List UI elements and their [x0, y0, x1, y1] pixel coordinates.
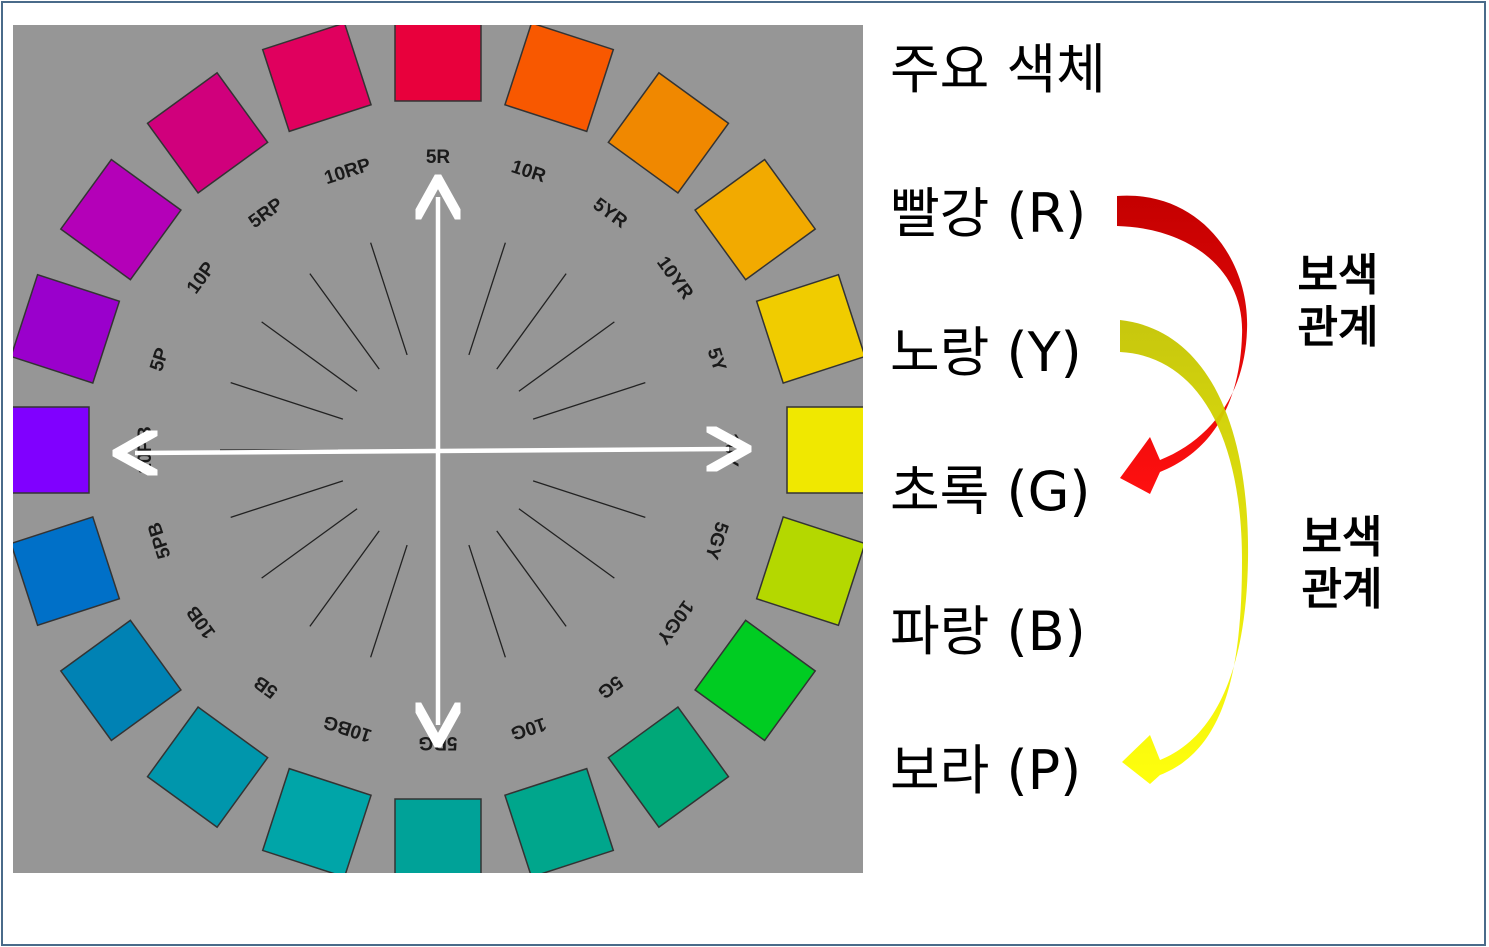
spoke-5p [230, 382, 344, 420]
hue-label-10pb: 10PB [135, 426, 156, 474]
swatch-10yr [694, 158, 817, 281]
cross-arrows [135, 197, 729, 725]
hue-label-5pb: 5PB [144, 520, 175, 562]
spoke-5pb [230, 480, 344, 518]
swatch-10rp [261, 25, 372, 133]
hue-label-10b: 10B [183, 602, 220, 643]
swatch-5gy [755, 516, 863, 627]
spoke-10g [468, 544, 506, 658]
swatch-10y [786, 406, 863, 494]
hue-label-5y: 5Y [703, 345, 730, 374]
spoke-10gy [518, 508, 615, 579]
swatch-5rp [146, 71, 269, 194]
swatch-5yr [607, 71, 730, 194]
swatch-10pb [13, 406, 90, 494]
swatch-5r [394, 25, 482, 102]
spoke-10yr [518, 321, 615, 392]
hue-label-10p: 10P [183, 258, 220, 298]
swatch-10g [504, 767, 615, 873]
spoke-5y [532, 382, 646, 420]
spoke-5b [309, 530, 380, 627]
hue-label-5r: 5R [426, 147, 451, 168]
spoke-10b [261, 508, 358, 579]
hue-label-10gy: 10GY [652, 596, 698, 648]
hue-label-10yr: 10YR [652, 253, 697, 304]
spoke-10p [261, 321, 358, 392]
swatch-10bg [261, 767, 372, 873]
hue-label-5rp: 5RP [245, 194, 288, 233]
swatch-5pb [13, 516, 121, 627]
swatch-10r [504, 25, 615, 133]
hue-label-5b: 5B [250, 671, 282, 702]
spoke-10rp [370, 242, 408, 356]
swatch-10b [59, 619, 182, 742]
spoke-10bg [370, 544, 408, 658]
swatch-5y [755, 273, 863, 384]
swatch-5p [13, 273, 121, 384]
horizontal-arrow [135, 449, 729, 453]
spoke-5rp [309, 273, 380, 370]
hue-label-5gy: 5GY [700, 519, 732, 562]
swatch-5b [146, 706, 269, 829]
swatch-10gy [694, 619, 817, 742]
swatch-10p [59, 158, 182, 281]
hue-label-5p: 5P [146, 345, 173, 374]
hue-label-10bg: 10BG [321, 711, 375, 746]
spoke-5yr [496, 273, 567, 370]
hue-label-10rp: 10RP [322, 154, 374, 189]
swatch-5g [607, 706, 730, 829]
hue-label-5g: 5G [593, 671, 626, 703]
swatch-5bg [394, 798, 482, 873]
hue-label-10r: 10R [509, 156, 549, 187]
spoke-5gy [532, 480, 646, 518]
spoke-10r [468, 242, 506, 356]
hue-label-5yr: 5YR [589, 194, 631, 233]
hue-label-10g: 10G [508, 713, 549, 744]
hue-label-5bg: 5BG [418, 732, 457, 753]
spoke-5g [496, 530, 567, 627]
